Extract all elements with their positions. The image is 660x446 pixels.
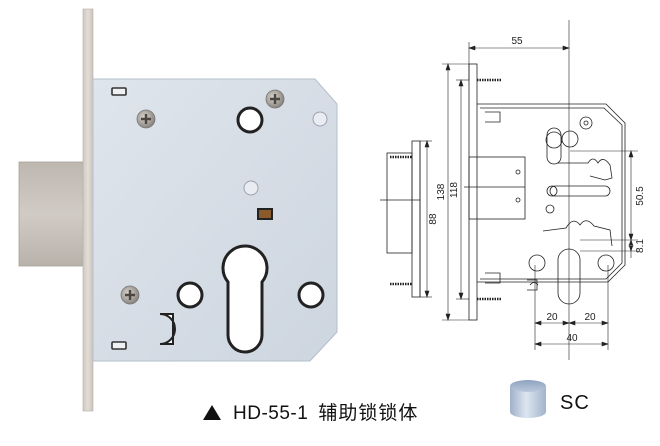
spindle-hole xyxy=(236,106,264,134)
screw-icon xyxy=(265,89,285,109)
product-model: HD-55-1 xyxy=(233,403,309,424)
dim-faceplate-height: 138 xyxy=(436,183,447,200)
dim-cylinder-offset: 8.1 xyxy=(635,239,646,253)
dim-right-half: 20 xyxy=(584,312,596,323)
lock-case xyxy=(92,78,338,362)
technical-drawing: 55 138 118 88 50.5 8.1 20 20 40 xyxy=(380,20,646,360)
screw-icon xyxy=(120,285,140,305)
fixing-hole xyxy=(176,281,204,309)
product-caption: HD-55-1 辅助锁锁体 xyxy=(203,398,418,425)
lock-body-photo xyxy=(18,8,338,412)
dim-hole-spacing: 40 xyxy=(566,333,578,344)
rivet xyxy=(312,111,328,127)
indicator-window xyxy=(257,208,273,220)
finish-swatch-icon xyxy=(510,380,546,418)
slot-bottom xyxy=(111,341,127,350)
dim-backset: 55 xyxy=(511,36,523,47)
product-name: 辅助锁锁体 xyxy=(318,403,419,424)
screw-icon xyxy=(136,109,156,129)
fixing-hole xyxy=(297,281,325,309)
triangle-marker-icon xyxy=(203,405,221,420)
faceplate xyxy=(82,8,94,412)
deadbolt xyxy=(18,161,86,267)
dim-strike-height: 88 xyxy=(428,213,439,225)
latch-slot xyxy=(159,313,176,345)
dim-screw-spacing: 118 xyxy=(449,182,460,198)
finish-code: SC xyxy=(560,392,590,414)
dim-handle-to-cylinder: 50.5 xyxy=(635,186,646,206)
slot-top xyxy=(111,87,127,96)
dim-left-half: 20 xyxy=(546,312,558,323)
rivet xyxy=(243,180,259,196)
cylinder-cutout xyxy=(221,244,269,354)
